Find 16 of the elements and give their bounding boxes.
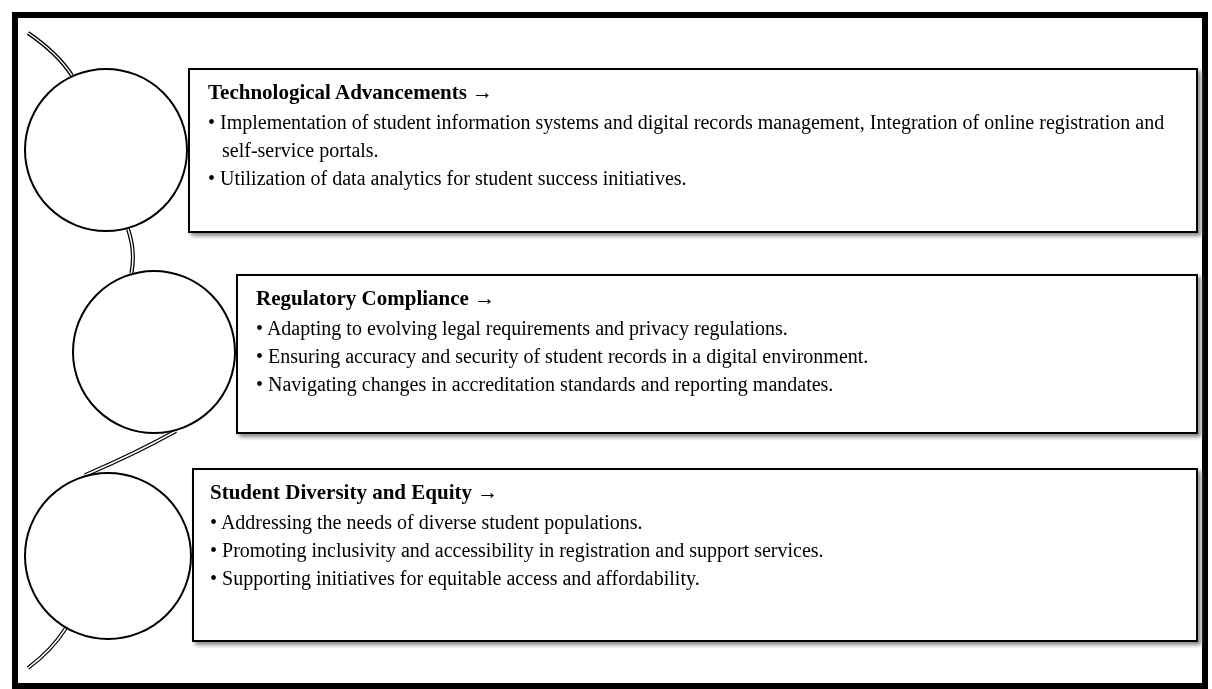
text-box: [192, 468, 1198, 642]
text-box: [188, 68, 1198, 233]
bullet-item: • Addressing the needs of diverse student populations.: [210, 510, 644, 536]
heading: Technological Advancements →: [208, 79, 495, 106]
heading: Student Diversity and Equity →: [210, 479, 500, 506]
text-box: [236, 274, 1198, 434]
bullet-item: • Supporting initiatives for equitable access and affordability.: [210, 566, 701, 592]
bullet-item: • Promoting inclusivity and accessibility in registration and support services.: [210, 538, 825, 564]
curved-connector: [126, 228, 135, 274]
heading: Regulatory Compliance →: [256, 285, 497, 312]
bullet-item: • Navigating changes in accreditation standards and reporting mandates.: [256, 372, 835, 398]
bullet-item: • Implementation of student information systems and digital records management, Integration of online registration and self-service portals.: [208, 110, 1166, 164]
bullet-item: • Ensuring accuracy and security of student records in a digital environment.: [256, 344, 870, 370]
bullet-item: • Adapting to evolving legal requirements and privacy regulations.: [256, 316, 789, 342]
bullet-item: • Utilization of data analytics for student success initiatives.: [208, 166, 688, 192]
curved-connector: [84, 429, 177, 478]
